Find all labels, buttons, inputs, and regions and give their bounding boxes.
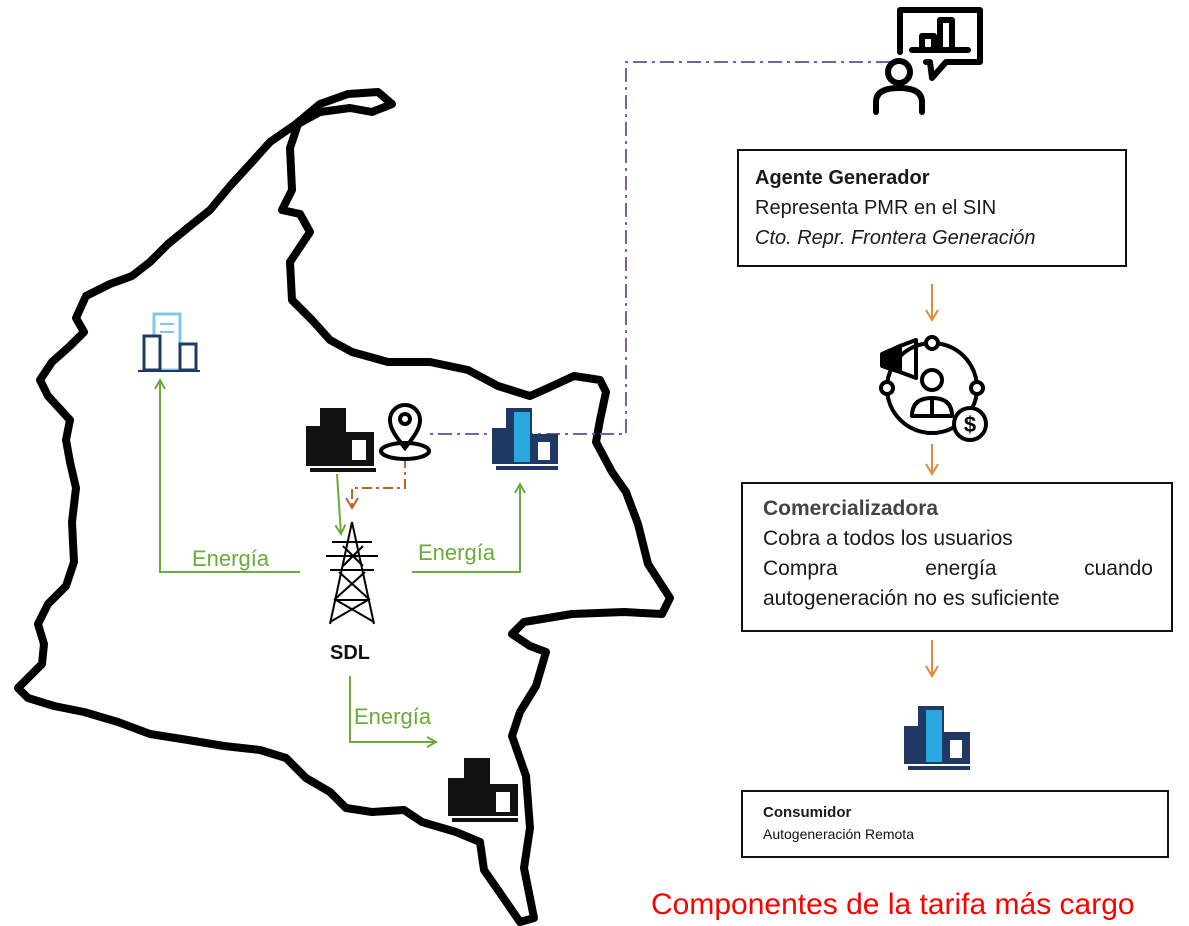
colombia-map-outline [14,88,674,926]
consumidor-title: Consumidor [763,804,852,821]
energy-flow-generator [337,473,341,534]
energy-label-bottom: Energía [354,704,432,729]
comercializadora-word: cuando [1084,557,1153,580]
comercializadora-word: Compra [763,557,838,580]
agente-generador-title: Agente Generador [755,167,930,189]
location-pin-icon [379,403,431,461]
agente-generador-box: Agente Generador Representa PMR en el SI… [737,149,1127,267]
marketing-agent-icon: $ [879,335,988,442]
consumidor-box: Consumidor Autogeneración Remota [741,790,1169,858]
presenter-chart-icon [873,7,983,115]
comercializadora-box: Comercializadora Cobra a todos los usuar… [741,482,1173,632]
energy-flow-left [160,380,300,573]
energy-label-left: Energía [192,546,270,571]
comercializadora-line3: autogeneración no es suficiente [763,587,1060,610]
building-icon [306,408,376,472]
energy-flow-bottom [349,676,436,742]
building-icon [138,312,200,372]
energy-flow-right [412,484,520,573]
comercializadora-line1: Cobra a todos los usuarios [763,527,1013,550]
agente-generador-line2: Cto. Repr. Frontera Generación [755,227,1036,249]
consumidor-subtitle: Autogeneración Remota [763,826,914,842]
svg-text:$: $ [964,412,976,437]
tariff-components-text: Componentes de la tarifa más cargo [651,888,1135,921]
sdl-label: SDL [330,642,370,664]
comercializadora-title: Comercializadora [763,497,939,520]
building-icon [492,408,558,470]
location-link [345,458,406,510]
energy-label-right: Energía [418,540,496,565]
comercializadora-word: energía [925,557,997,580]
agente-generador-line1: Representa PMR en el SIN [755,197,997,219]
building-icon [448,758,518,822]
comercializadora-line2: Compra energía cuando [763,554,1153,584]
building-icon [904,706,970,770]
transmission-tower-icon [326,521,378,625]
